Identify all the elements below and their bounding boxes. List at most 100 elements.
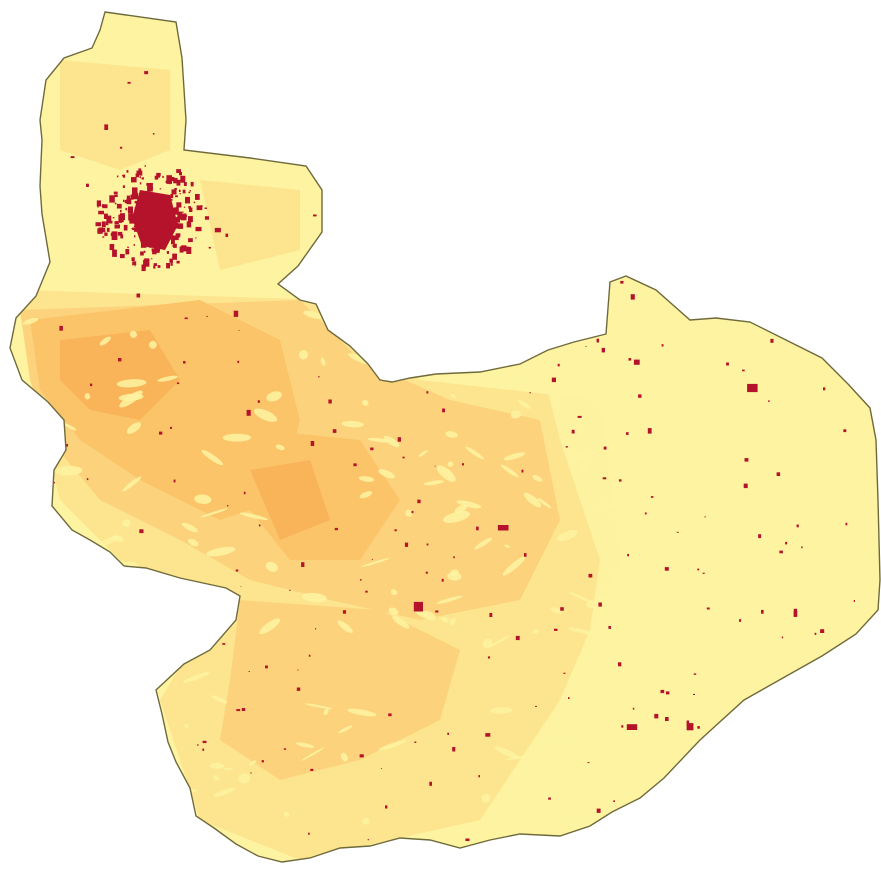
settlement-patch — [72, 750, 74, 752]
pale-streak — [447, 461, 454, 467]
settlement-patch — [144, 71, 149, 75]
pale-streak — [490, 707, 513, 714]
pale-streak — [301, 592, 327, 603]
settlement-patch — [602, 477, 607, 480]
settlement-patch — [159, 736, 163, 738]
settlement-patch — [516, 287, 519, 290]
settlement-patch — [644, 830, 653, 837]
settlement-patch — [686, 723, 694, 731]
settlement-patch — [165, 229, 169, 232]
settlement-patch — [603, 446, 607, 450]
settlement-patch — [109, 195, 115, 203]
settlement-patch — [195, 226, 202, 232]
settlement-patch — [106, 227, 110, 232]
settlement-patch — [621, 725, 624, 728]
settlement-patch — [142, 265, 146, 269]
class-low-east — [540, 360, 880, 800]
pale-streak — [470, 298, 475, 303]
settlement-patch — [654, 713, 659, 719]
settlement-patch — [709, 200, 713, 204]
settlement-patch — [785, 541, 788, 545]
settlement-patch — [396, 165, 398, 167]
settlement-patch — [718, 732, 721, 734]
settlement-patch — [819, 791, 822, 795]
settlement-patch — [328, 399, 332, 404]
settlement-patch — [172, 235, 179, 241]
settlement-patch — [240, 586, 242, 587]
settlement-patch — [365, 590, 368, 593]
settlement-patch — [125, 207, 128, 211]
settlement-patch — [774, 698, 778, 703]
pale-streak — [432, 293, 457, 307]
settlement-patch — [644, 512, 647, 515]
pale-streak — [454, 505, 467, 514]
settlement-patch — [726, 202, 729, 205]
settlement-patch — [193, 201, 196, 204]
settlement-patch — [568, 697, 570, 699]
settlement-patch — [170, 426, 172, 429]
settlement-patch — [521, 469, 524, 473]
settlement-patch — [155, 250, 160, 253]
settlement-patch — [388, 713, 392, 717]
pale-streak — [211, 695, 228, 704]
pale-streak — [91, 717, 107, 728]
pale-streak — [196, 639, 216, 643]
pale-streak — [449, 618, 456, 626]
settlement-patch — [184, 317, 188, 320]
settlement-patch — [126, 195, 131, 201]
settlement-patch — [796, 524, 799, 528]
settlement-patch — [426, 543, 429, 546]
settlement-patch — [170, 262, 173, 266]
settlement-patch — [600, 233, 603, 236]
settlement-patch — [54, 481, 55, 484]
pale-streak — [500, 464, 519, 478]
pale-streak — [487, 382, 499, 389]
settlement-patch — [758, 534, 762, 539]
settlement-patch — [225, 233, 229, 237]
settlement-patch — [497, 525, 509, 531]
pale-streak — [358, 476, 375, 482]
settlement-patch — [98, 210, 104, 215]
pale-streak — [253, 408, 278, 422]
settlement-patch — [190, 181, 194, 187]
settlement-patch — [136, 613, 139, 615]
settlement-patch — [104, 213, 108, 219]
settlement-patch — [106, 221, 109, 226]
settlement-patch — [801, 546, 803, 549]
pale-streak — [55, 605, 64, 614]
settlement-patch — [186, 246, 192, 254]
pale-streak — [201, 449, 224, 466]
settlement-patch — [839, 219, 842, 223]
settlement-patch — [175, 195, 178, 198]
settlement-patch — [136, 170, 143, 176]
settlement-patch — [487, 656, 490, 659]
pale-streak — [15, 769, 36, 785]
settlement-patch — [136, 293, 141, 298]
settlement-patch — [756, 748, 758, 750]
settlement-patch — [793, 608, 798, 612]
settlement-patch — [174, 207, 179, 213]
settlement-patch — [568, 209, 570, 211]
settlement-patch — [317, 84, 321, 87]
settlement-patch — [360, 579, 362, 581]
settlement-patch — [174, 188, 177, 190]
settlement-patch — [651, 793, 653, 796]
settlement-patch — [402, 456, 405, 459]
settlement-patch — [128, 206, 133, 214]
settlement-patch — [804, 304, 807, 307]
pale-streak — [147, 576, 165, 585]
settlement-patch — [398, 259, 402, 264]
settlement-patch — [650, 496, 654, 498]
settlement-patch — [197, 744, 199, 746]
settlement-patch — [814, 632, 817, 635]
settlement-patch — [118, 815, 122, 820]
settlement-patch — [663, 130, 668, 136]
settlement-patch — [241, 708, 246, 711]
settlement-patch — [459, 367, 463, 371]
pale-streak — [295, 742, 315, 748]
pale-streak — [510, 410, 522, 419]
settlement-patch — [422, 188, 425, 190]
